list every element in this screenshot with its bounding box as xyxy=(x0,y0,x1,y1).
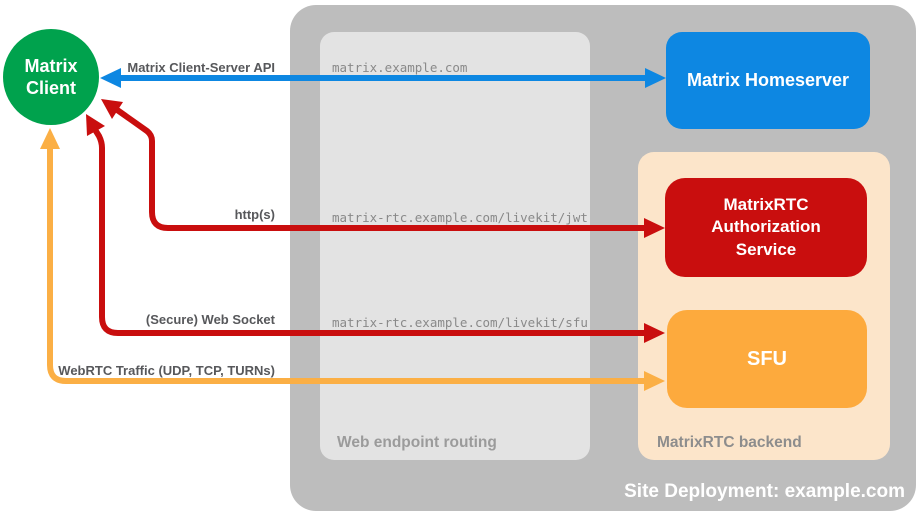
arrowhead-client-icon xyxy=(86,114,105,136)
client-server-api-label: Matrix Client-Server API xyxy=(127,60,275,75)
matrix-client-label: Matrix Client xyxy=(24,55,78,99)
auth-service-label: MatrixRTC Authorization Service xyxy=(711,195,821,259)
web-socket-label: (Secure) Web Socket xyxy=(145,312,275,327)
matrix-homeserver-node: Matrix Homeserver xyxy=(666,32,870,129)
sfu-label: SFU xyxy=(747,347,787,370)
sfu-node: SFU xyxy=(667,310,867,408)
jwt-route-url: matrix-rtc.example.com/livekit/jwt xyxy=(332,210,588,225)
homeserver-route-url: matrix.example.com xyxy=(332,60,468,75)
https-label: http(s) xyxy=(234,207,275,222)
site-deployment-caption: Site Deployment: example.com xyxy=(624,481,905,502)
sfu-route-url: matrix-rtc.example.com/livekit/sfu xyxy=(332,315,588,330)
auth-service-node: MatrixRTC Authorization Service xyxy=(665,178,867,277)
web-endpoint-routing-caption: Web endpoint routing xyxy=(337,434,497,451)
matrix-client-node: Matrix Client xyxy=(3,29,99,125)
matrix-homeserver-label: Matrix Homeserver xyxy=(686,70,850,90)
arrowhead-client-icon xyxy=(101,99,123,119)
web-endpoint-routing-box xyxy=(320,32,590,460)
arrowhead-client-icon xyxy=(40,128,60,149)
matrixrtc-backend-caption: MatrixRTC backend xyxy=(657,434,802,451)
webrtc-traffic-label: WebRTC Traffic (UDP, TCP, TURNs) xyxy=(58,363,275,378)
